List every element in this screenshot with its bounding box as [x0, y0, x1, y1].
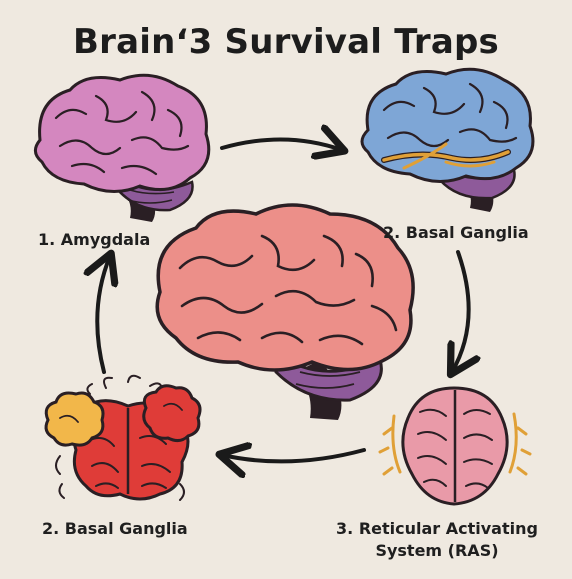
label-amygdala: 1. Amygdala [38, 230, 151, 249]
arrow-bottom [222, 450, 366, 461]
basal-ganglia-blue-brain-illustration [360, 67, 535, 212]
diagram-title: Brain‘3 Survival Traps [73, 22, 499, 62]
basal-ganglia-red-brain-illustration [44, 374, 202, 501]
label-ras-line1: 3. Reticular Activating [336, 519, 538, 538]
arrow-left [97, 256, 110, 374]
amygdala-brain-illustration [34, 73, 211, 222]
ras-brain-illustration [378, 386, 532, 506]
arrow-top [220, 139, 342, 150]
arrow-right [452, 250, 469, 372]
label-basal-ganglia-top: 2. Basal Ganglia [383, 223, 529, 242]
central-brain-illustration [155, 203, 415, 420]
label-basal-ganglia-bottom: 2. Basal Ganglia [42, 519, 188, 538]
label-reticular-activating-system: 3. Reticular Activating System (RAS) [331, 518, 543, 562]
label-ras-line2: System (RAS) [375, 541, 499, 560]
